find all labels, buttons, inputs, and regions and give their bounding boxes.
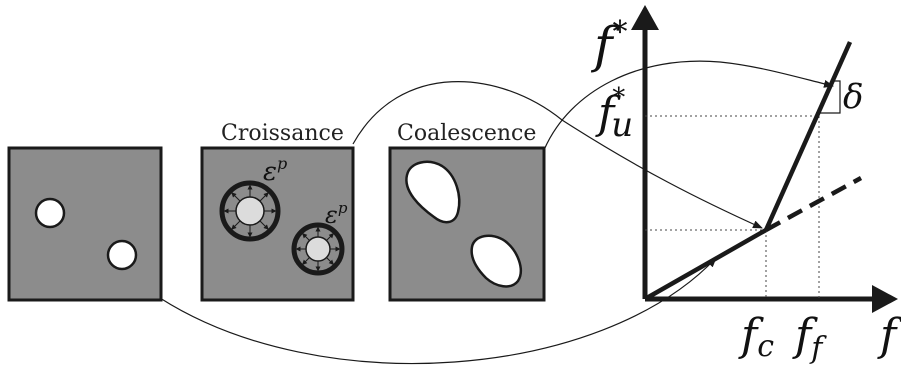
fu-star-label: f*u [595,83,633,145]
x-axis-label: f [877,310,901,361]
guide-lines [645,116,819,299]
coalescence-segment [766,42,850,230]
coalescence-caption: Coalescence [397,121,536,146]
x-axis-arrowhead [872,285,898,313]
growth-segment [645,230,766,299]
void [108,241,136,269]
matrix-square [9,148,161,300]
initial-state-panel [9,148,161,300]
coalescence-panel: Coalescence [390,121,544,300]
ff-label: ff [792,310,827,365]
growth-panel: Croissance [202,121,353,300]
y-axis-arrowhead [631,5,659,30]
y-axis-label: f* [590,15,628,74]
growth-caption: Croissance [221,121,344,146]
coalescence-to-graph-arrow [544,61,833,150]
void [36,199,64,227]
growing-void [222,183,278,239]
slope-label: δ [843,77,863,117]
porosity-graph: δ f* f*u fc ff f [590,5,901,365]
growing-void [294,225,342,273]
fc-label: fc [738,310,774,364]
extrapolated-segment [766,178,861,230]
